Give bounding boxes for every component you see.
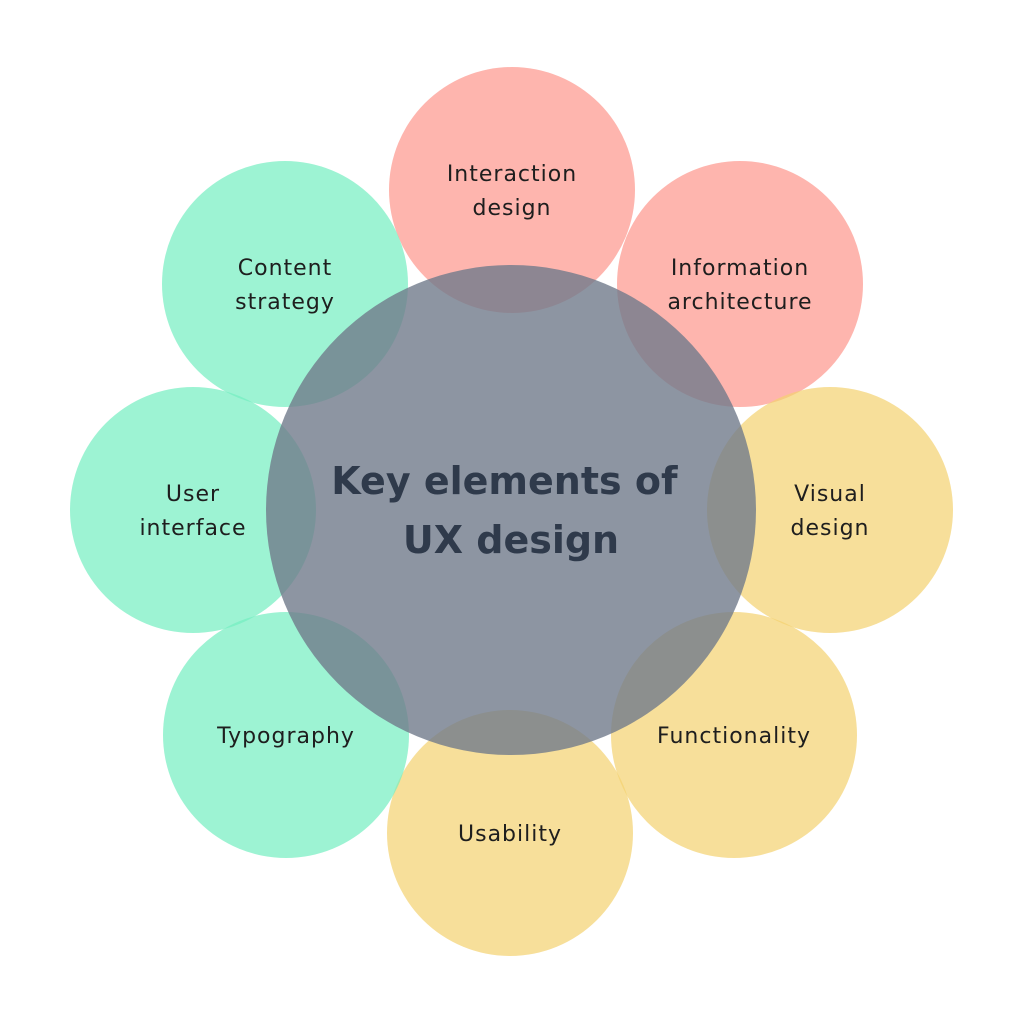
petal-label-typography: Typography	[216, 724, 355, 749]
petal-label-content-strategy: Content strategy	[235, 256, 335, 315]
center-title: Key elements of UX design	[331, 459, 690, 562]
petal-label-interaction-design: Interaction design	[447, 162, 577, 221]
petal-circle-user-interface	[70, 387, 316, 633]
petal-label-line: architecture	[667, 290, 812, 315]
petal-circle-visual-design	[707, 387, 953, 633]
petal-label-line: Functionality	[657, 724, 811, 749]
petal-label-functionality: Functionality	[657, 724, 811, 749]
petal-label-line: interface	[139, 516, 246, 541]
center-circle	[266, 265, 756, 755]
petal-label-line: Information	[671, 256, 809, 281]
petal-label-usability: Usability	[458, 822, 562, 847]
petal-label-visual-design: Visual design	[791, 482, 870, 541]
petal-circle-interaction-design	[389, 67, 635, 313]
petal-label-line: Visual	[794, 482, 866, 507]
petal-label-line: design	[791, 516, 870, 541]
petal-label-line: strategy	[235, 290, 335, 315]
petal-label-information-architecture: Information architecture	[667, 256, 812, 315]
petal-label-line: Usability	[458, 822, 562, 847]
petal-label-line: Typography	[216, 724, 355, 749]
petal-circle-usability	[387, 710, 633, 956]
center-title-line-1: Key elements of	[331, 459, 678, 503]
petal-label-line: Interaction	[447, 162, 577, 187]
petal-label-user-interface: User interface	[139, 482, 246, 541]
center-title-line-2: UX design	[403, 518, 619, 562]
petal-label-line: User	[166, 482, 220, 507]
petal-label-line: Content	[238, 256, 333, 281]
petal-label-line: design	[473, 196, 552, 221]
